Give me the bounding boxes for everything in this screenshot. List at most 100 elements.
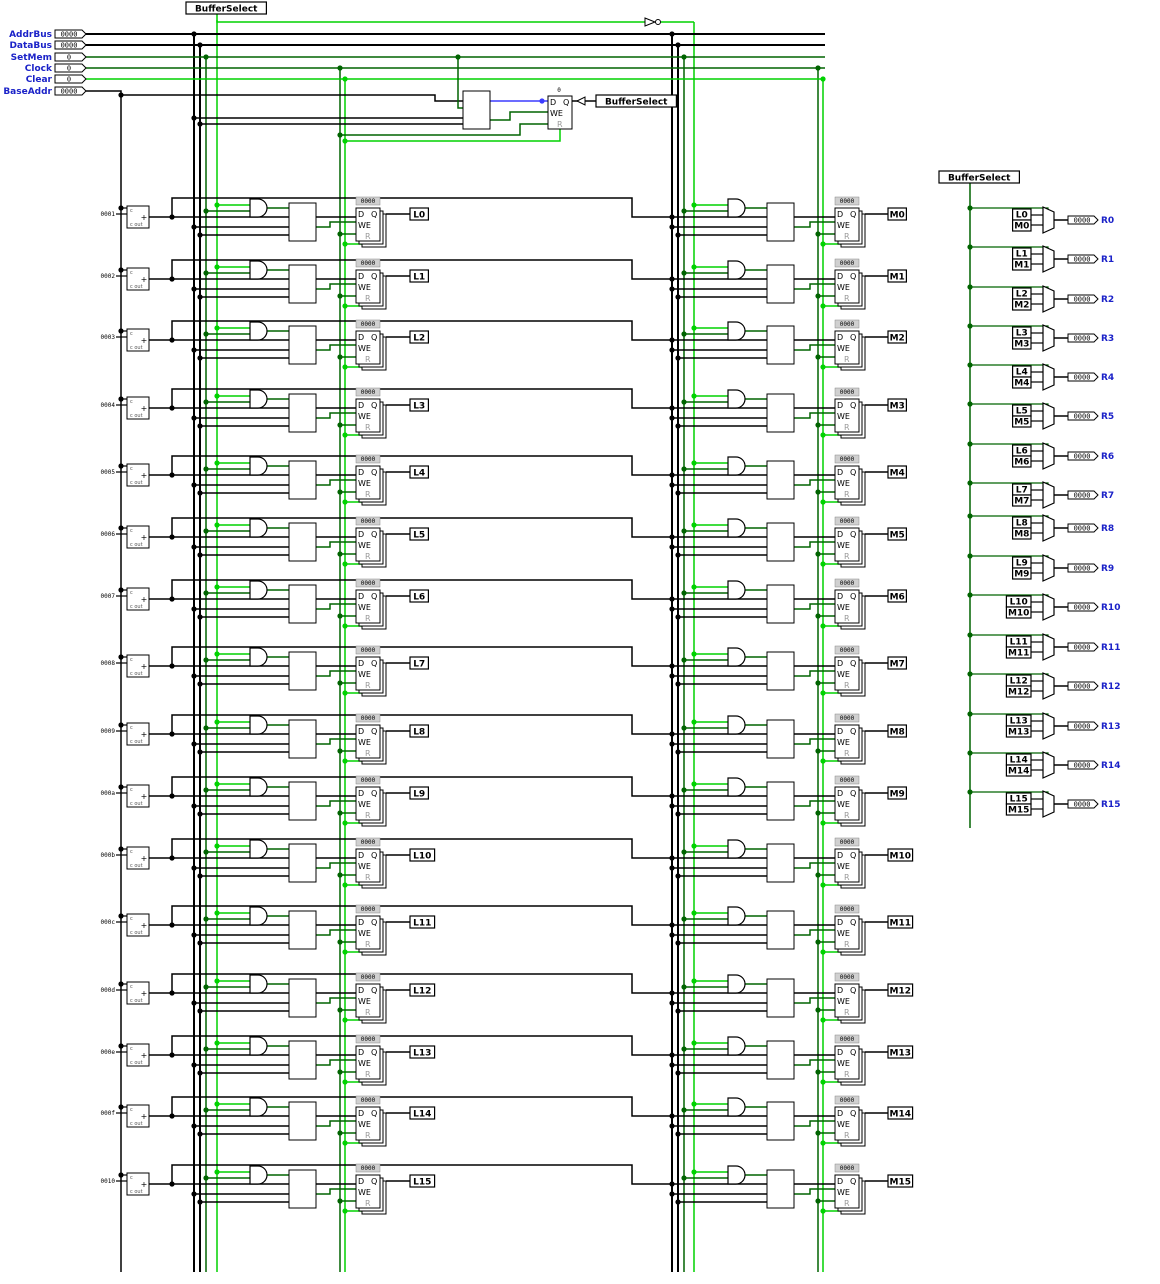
junction <box>669 224 675 230</box>
reg-right-r-15: R <box>844 1199 850 1208</box>
output-value-r6: 0000 <box>1074 453 1091 461</box>
tunnel-right-m6-box <box>887 589 907 603</box>
junction <box>203 270 209 276</box>
bufsel-top-wire <box>216 14 645 23</box>
junction <box>191 415 197 421</box>
junction <box>191 865 197 871</box>
junction <box>337 489 343 495</box>
output-value-r10: 0000 <box>1074 604 1091 612</box>
mux-in-b-box-13 <box>1005 725 1032 738</box>
reg-left-r-6: R <box>365 614 371 623</box>
junction <box>681 590 687 596</box>
junction <box>197 490 203 496</box>
junction <box>203 331 209 337</box>
output-pin-r0 <box>1067 215 1099 225</box>
offset-adder-12 <box>126 981 150 1005</box>
select-register <box>547 95 573 130</box>
junction <box>342 690 348 696</box>
junction <box>967 632 973 638</box>
reg-left-r-14: R <box>365 1131 371 1140</box>
adder-c-13: c <box>130 1046 133 1052</box>
tunnel-left-l6-box <box>409 589 429 603</box>
junction <box>815 810 821 816</box>
reg-right-d-5: D <box>837 530 843 539</box>
adder-plus-9: + <box>141 792 148 801</box>
offset-adder-2 <box>126 328 150 352</box>
mux-in-b-box-0 <box>1011 219 1032 232</box>
junction <box>669 865 675 871</box>
and-gate-left-6 <box>249 580 268 600</box>
reg-right-we-11: WE <box>837 929 850 938</box>
reg-right-we-wire-15 <box>794 1188 835 1195</box>
reg-left-value-13: 0000 <box>361 1036 376 1043</box>
input-label-setmem: SetMem <box>11 53 52 63</box>
mux-13 <box>1042 712 1055 740</box>
junction <box>815 748 821 754</box>
junction <box>681 54 687 60</box>
junction <box>214 264 220 270</box>
junction <box>118 463 124 469</box>
reg-left-we-8: WE <box>358 738 371 747</box>
comparator-left-13 <box>288 1040 317 1080</box>
comparator-left-15 <box>288 1169 317 1209</box>
junction <box>675 1199 681 1205</box>
tunnel-right-m11: M11 <box>890 919 911 929</box>
junction <box>342 364 348 370</box>
tunnel-left-l7: L7 <box>413 660 425 670</box>
register-left-12 <box>355 983 381 1018</box>
tunnel-right-m8: M8 <box>890 728 905 738</box>
reg-left-we-wire-7 <box>316 670 356 677</box>
reg-left-d-0: D <box>358 210 364 219</box>
mux-9 <box>1042 554 1055 582</box>
and-gate-left-13 <box>249 1036 268 1056</box>
junction <box>669 731 675 737</box>
and-gate-left-1 <box>249 260 268 280</box>
junction <box>118 1104 124 1110</box>
output-pin-r6 <box>1067 451 1099 461</box>
output-value-r13: 0000 <box>1074 723 1091 731</box>
junction <box>815 354 821 360</box>
and-gate-right-9 <box>727 777 746 797</box>
tunnel-right-m9-box <box>887 786 907 800</box>
and-gate-right-1 <box>727 260 746 280</box>
reg-left-we-12: WE <box>358 997 371 1006</box>
junction <box>967 441 973 447</box>
reg-right-value-15: 0000 <box>840 1165 855 1172</box>
junction <box>214 843 220 849</box>
junction <box>203 725 209 731</box>
offset-adder-4 <box>126 463 150 487</box>
and-gate-right-3 <box>727 389 746 409</box>
offset-adder-9 <box>126 784 150 808</box>
mux-in-b-m0: M0 <box>1014 222 1029 232</box>
reg-left-d-12: D <box>358 986 364 995</box>
addr-cross-1 <box>171 259 672 280</box>
reg-right-r-14: R <box>844 1131 850 1140</box>
adder-cout-3: c out <box>130 413 143 419</box>
reg-left-val-bg-12 <box>355 972 381 982</box>
reg-right-d-11: D <box>837 918 843 927</box>
reg-left-we-wire-3 <box>316 412 356 419</box>
and-gate-right-12 <box>727 974 746 994</box>
select-reg-q: Q <box>563 98 569 107</box>
reg-left-val-bg-15 <box>355 1163 381 1173</box>
junction <box>191 1062 197 1068</box>
register-left-4 <box>355 465 381 500</box>
output-pin-r10 <box>1067 602 1099 612</box>
offset-const-3: 0004 <box>101 402 116 409</box>
junction <box>967 592 973 598</box>
reg-left-q-9: Q <box>371 789 377 798</box>
mux-in-b-m14: M14 <box>1008 767 1029 777</box>
reg-left-d-13: D <box>358 1048 364 1057</box>
and-gate-right-15 <box>727 1165 746 1185</box>
reg-left-we-4: WE <box>358 479 371 488</box>
register-right-12 <box>834 983 860 1018</box>
reg-left-value-7: 0000 <box>361 647 376 654</box>
junction <box>337 872 343 878</box>
reg-right-r-8: R <box>844 749 850 758</box>
junction <box>197 232 203 238</box>
adder-plus-6: + <box>141 595 148 604</box>
and-gate-right-14 <box>727 1097 746 1117</box>
output-value-r1: 0000 <box>1074 256 1091 264</box>
output-label-r6: R6 <box>1101 452 1114 462</box>
reg-left-value-14: 0000 <box>361 1097 376 1104</box>
